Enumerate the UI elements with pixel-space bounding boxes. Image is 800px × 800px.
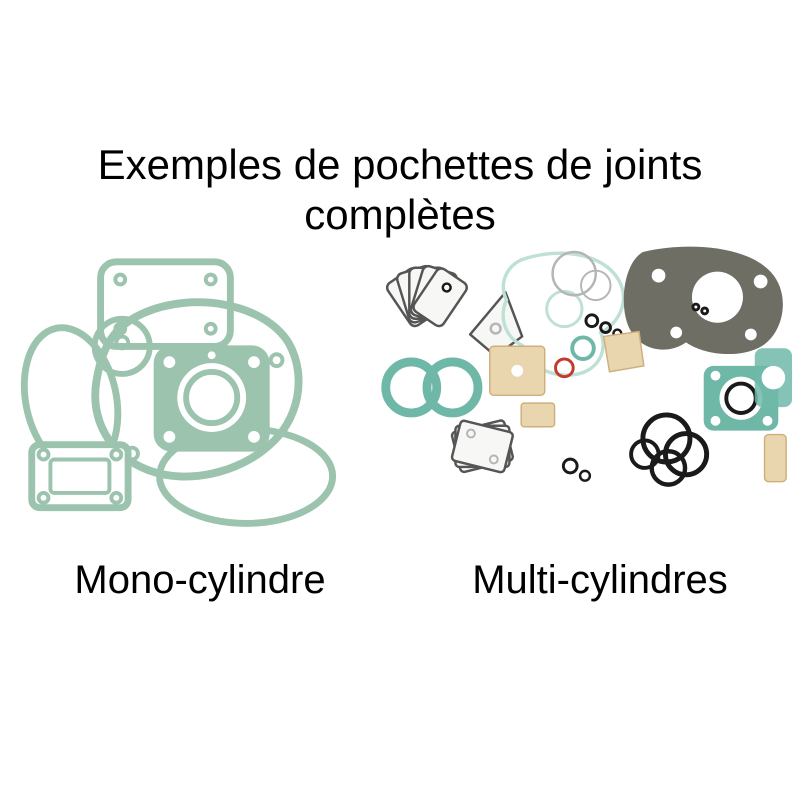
large-cover-gasket-outline	[501, 251, 626, 377]
teal-head-gaskets	[703, 348, 793, 431]
exhaust-gasket-fan	[385, 264, 468, 328]
label-mono-cylindre: Mono-cylindre	[74, 558, 326, 602]
cylinder-head-gasket	[153, 345, 270, 452]
small-seals	[554, 335, 596, 482]
page-title: Exemples de pochettes de joints complète…	[0, 140, 800, 239]
teal-double-oval-gasket	[381, 357, 483, 418]
multi-cylinder-gasket-kit-illustration	[381, 246, 793, 487]
white-gasket-fan	[450, 419, 514, 474]
o-ring-cluster	[629, 412, 710, 487]
dark-clutch-gasket	[623, 246, 783, 355]
page-title-line-2: complètes	[304, 190, 496, 238]
triangular-gasket	[468, 291, 524, 358]
rectangular-gasket	[28, 441, 132, 512]
page-title-line-1: Exemples de pochettes de joints	[97, 141, 703, 188]
cylinder-base-gasket	[97, 258, 234, 350]
mono-cylinder-gasket-kit-illustration	[20, 258, 337, 527]
label-multi-cylindres: Multi-cylindres	[472, 558, 728, 602]
round-gasket-outlines	[551, 250, 612, 302]
small-washers	[584, 302, 710, 339]
beige-paper-gaskets	[489, 330, 787, 483]
